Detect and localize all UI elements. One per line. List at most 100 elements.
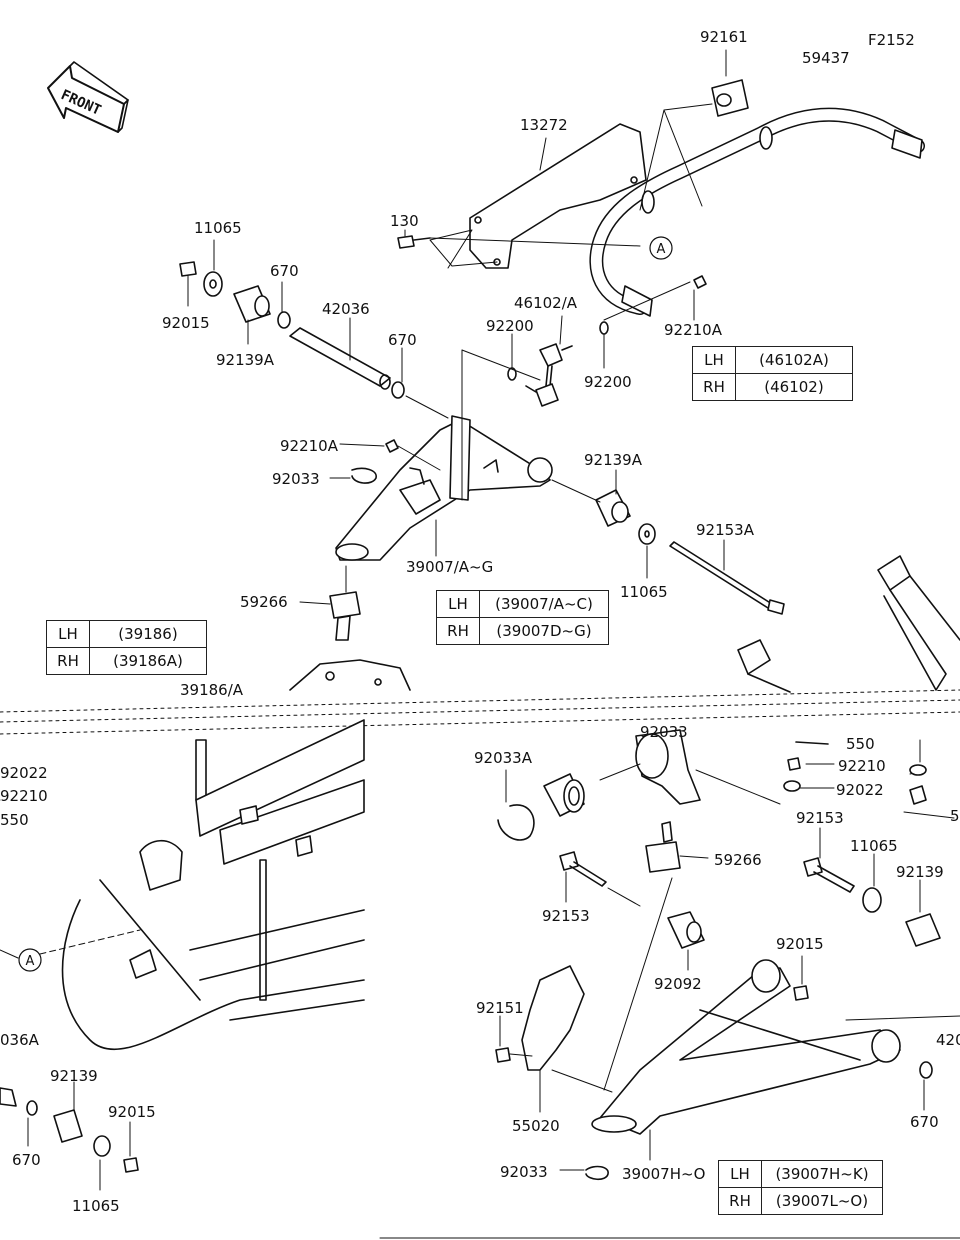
cotter-pin-550 [795,741,829,745]
side-cell: RH [436,617,480,645]
part-cell: (39186) [89,620,207,648]
part-cell: (46102) [735,373,853,401]
label-550-left: 550 [0,811,29,829]
side-cell: LH [436,590,480,618]
bushing-92139A-top [233,285,271,323]
label-92210A-left: 92210A [280,437,338,455]
washer-11065-top [203,271,223,297]
label-92022-right: 92022 [836,781,884,799]
washer-11065-mid [638,523,656,545]
label-130: 130 [390,212,419,230]
label-11065-mid: 11065 [620,583,668,601]
callout-a-lower: A [26,954,35,969]
label-92139-right: 92139 [896,863,944,881]
label-92022-left: 92022 [0,764,48,782]
nut-92210-r [787,757,801,771]
frame-right-top [737,555,960,693]
label-92033-bot: 92033 [500,1163,548,1181]
label-670-bottom-right: 670 [910,1113,939,1131]
table-knuckle: LH(39186) RH(39186A) [46,620,207,675]
table-row: RH(39007D~G) [436,617,609,645]
label-55020: 55020 [512,1117,560,1135]
part-cell: (39007L~O) [761,1187,883,1215]
collar-42036 [289,327,391,390]
table-row: LH(39007H~K) [718,1160,883,1188]
figure-code: F2152 [868,31,915,49]
label-11065-right: 11065 [850,837,898,855]
label-11065-bottom-left: 11065 [72,1197,120,1215]
label-92015-right: 92015 [776,935,824,953]
snap-ring-92033-bot [585,1165,609,1181]
part-cell: (39007H~K) [761,1160,883,1188]
callout-a-upper: A [657,242,666,257]
label-670-mid: 670 [388,331,417,349]
label-59266-top: 59266 [240,593,288,611]
label-59266-bot: 59266 [714,851,762,869]
table-row: RH(46102) [692,373,853,401]
label-92151: 92151 [476,999,524,1017]
table-stabilizer-link: LH(46102A) RH(46102) [692,346,853,401]
table-row: LH(46102A) [692,346,853,374]
side-cell: RH [692,373,736,401]
label-670-bottom-left: 670 [12,1151,41,1169]
bushing-92092 [667,911,705,949]
label-92210-left: 92210 [0,787,48,805]
lower-a-arm [591,959,901,1135]
side-cell: LH [46,620,90,648]
frame-lower-left [61,719,365,1051]
stabilizer-bar [589,107,925,317]
label-46102A: 46102/A [514,294,578,312]
bushing-92139A-mid [595,489,631,527]
bolt-92153-right [803,857,855,893]
upper-a-arm [335,415,553,561]
table-lower-arm: LH(39007H~K) RH(39007L~O) [718,1160,883,1215]
bolt-92153-center [559,851,607,887]
label-92139A-mid: 92139A [584,451,642,469]
label-420-cut: 420 [936,1031,960,1049]
label-92139-bottom-left: 92139 [50,1067,98,1085]
label-92153A: 92153A [696,521,754,539]
label-39186A-cut: 39186/A [180,681,244,699]
bracket-13272 [469,123,647,269]
label-5-cut: 5 [950,807,960,825]
washer-92022-r [783,780,801,792]
tear-band [0,689,960,735]
nut-92015-top [179,261,197,277]
nut-92015-bl [123,1157,139,1173]
side-cell: LH [692,346,736,374]
side-cell: RH [46,647,90,675]
bolt-92153A [669,541,785,615]
table-row: LH(39186) [46,620,207,648]
label-92200-b: 92200 [584,373,632,391]
table-row: RH(39007L~O) [718,1187,883,1215]
bolt-130 [397,235,431,249]
label-92200-a: 92200 [486,317,534,335]
label-036A-cut: 036A [0,1031,39,1049]
label-670-top: 670 [270,262,299,280]
bushing-92139-right [905,913,941,947]
label-92161: 92161 [700,28,748,46]
washer-11065-right [862,887,882,913]
label-92033-cut: 92033 [640,723,688,741]
stabilizer-link [525,343,573,407]
side-cell: RH [718,1187,762,1215]
front-arrow-icon [47,61,129,133]
skid-plate-55020 [521,965,585,1071]
label-39007AG: 39007/A~G [406,558,494,576]
oring-670-mid [391,381,405,399]
label-39007HO: 39007H~O [622,1165,706,1183]
nut-92015-right [793,985,809,1001]
part-cell: (39007D~G) [479,617,609,645]
collar-end-bl [0,1087,17,1107]
label-92139A-top: 92139A [216,351,274,369]
oring-670-top [277,311,291,329]
knuckle-top-fragment [289,659,411,691]
bushing-92139-bl [53,1109,83,1143]
label-92033-top: 92033 [272,470,320,488]
ball-joint-59266-top [329,591,361,641]
ball-joint-59266-bot [645,821,681,873]
label-92033A: 92033A [474,749,532,767]
label-42036: 42036 [322,300,370,318]
label-92015-top: 92015 [162,314,210,332]
label-92153-center: 92153 [542,907,590,925]
